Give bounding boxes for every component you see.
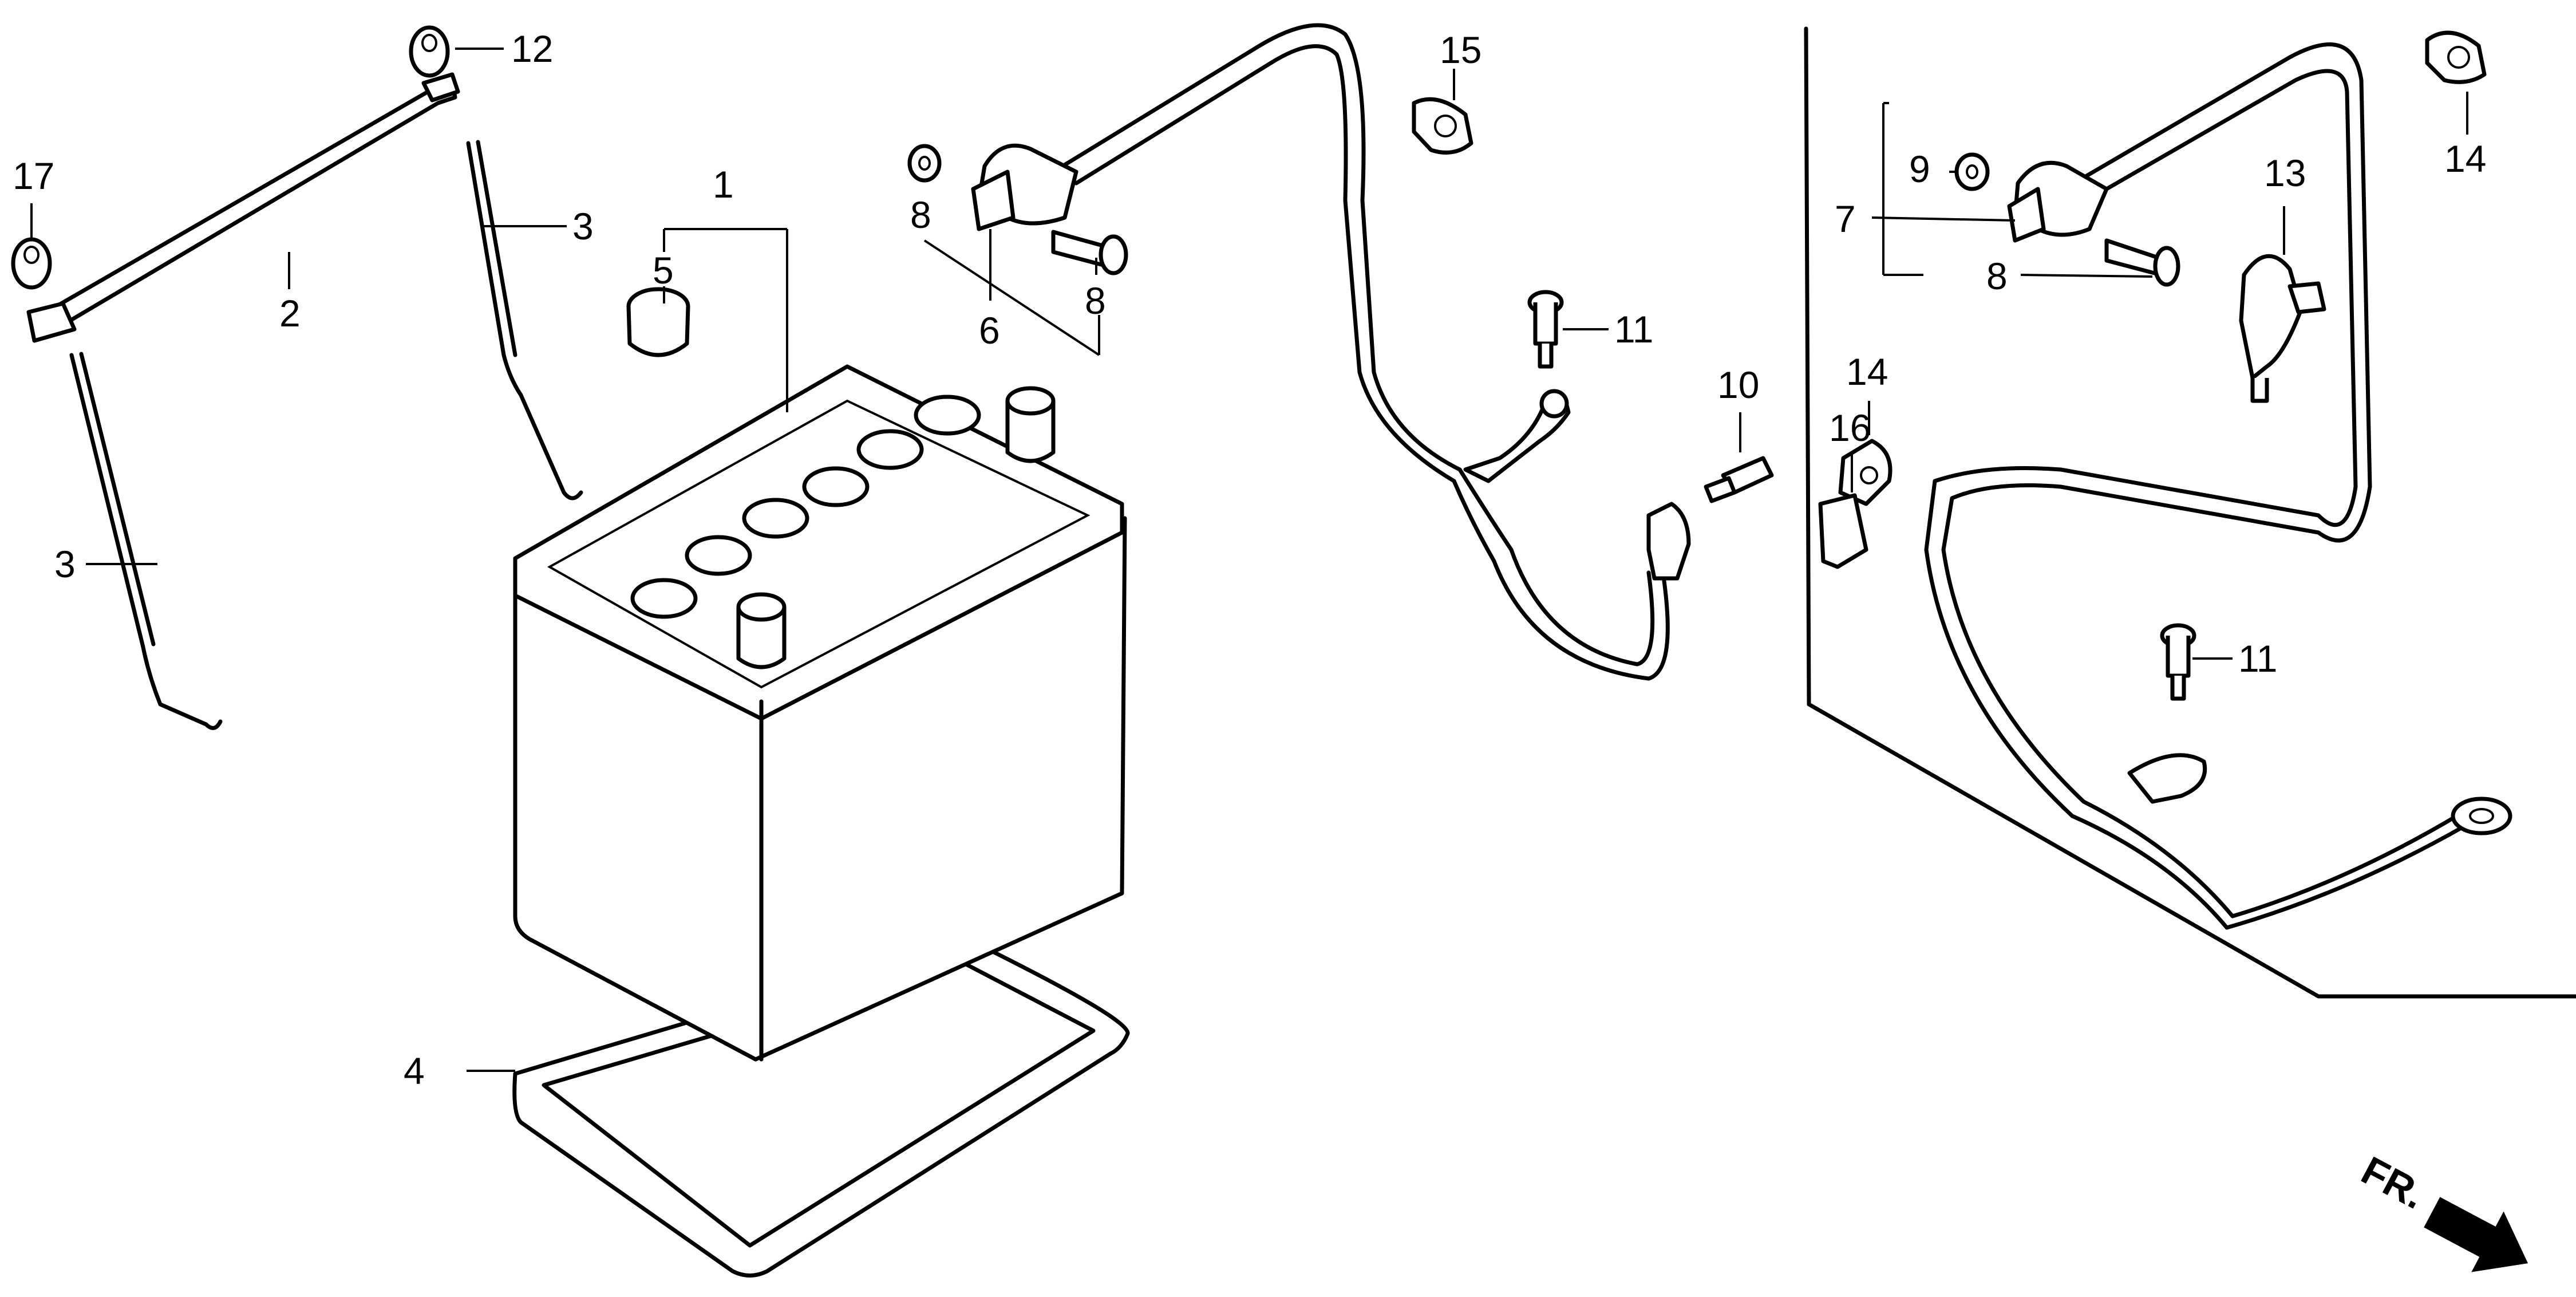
callout-3-left: 3 bbox=[54, 543, 76, 585]
cable-clamp-15[interactable] bbox=[1838, 439, 1893, 506]
flange-nut-12[interactable] bbox=[409, 25, 450, 78]
callout-16: 16 bbox=[1829, 407, 1871, 449]
callout-10: 10 bbox=[1717, 364, 1759, 406]
callout-9-left: 8 bbox=[910, 194, 931, 236]
callout-8-right: 8 bbox=[1986, 255, 2008, 297]
battery-terminals bbox=[736, 386, 1056, 669]
front-label: FR. bbox=[2354, 1148, 2432, 1217]
stud-bolt-10[interactable] bbox=[1704, 456, 1774, 503]
cable-clip-16[interactable] bbox=[1818, 493, 1868, 569]
terminal-bolt-8-right[interactable] bbox=[2104, 238, 2180, 287]
callout-11-right: 11 bbox=[2238, 637, 2278, 680]
callout-14-left: 15 bbox=[1440, 29, 1481, 71]
hold-down-rod-right[interactable] bbox=[466, 140, 583, 500]
callout-7: 7 bbox=[1835, 198, 1856, 240]
negative-cable[interactable] bbox=[1924, 42, 2512, 930]
callout-12: 12 bbox=[511, 27, 553, 70]
terminal-nut-9-right[interactable] bbox=[1954, 152, 1990, 191]
callout-14-right: 14 bbox=[2444, 137, 2486, 180]
flange-bolt-11-right[interactable] bbox=[2160, 623, 2196, 701]
leader-lines bbox=[30, 48, 2468, 1072]
vent-caps bbox=[630, 395, 981, 619]
front-arrow-icon bbox=[2424, 1197, 2528, 1272]
callout-1: 1 bbox=[713, 163, 734, 206]
callout-5: 5 bbox=[653, 249, 674, 291]
callout-13: 13 bbox=[2264, 152, 2306, 194]
callout-15: 14 bbox=[1846, 350, 1888, 393]
callout-4: 4 bbox=[404, 1050, 425, 1092]
callout-17: 17 bbox=[13, 155, 54, 197]
callout-labels: 12 17 2 3 3 1 5 4 8 6 8 15 11 10 9 7 8 1… bbox=[13, 27, 2486, 1092]
callout-11-left: 11 bbox=[1614, 308, 1654, 350]
hold-down-rod-left[interactable] bbox=[69, 352, 223, 730]
flange-nut-17[interactable] bbox=[11, 237, 52, 290]
harness-clip-14-right[interactable] bbox=[2425, 30, 2487, 84]
callout-6: 6 bbox=[979, 309, 1000, 352]
positive-cable[interactable] bbox=[971, 23, 1691, 681]
terminal-bolt-8-left[interactable] bbox=[1051, 230, 1128, 275]
callout-2: 2 bbox=[279, 292, 301, 334]
callout-9-right: 9 bbox=[1909, 148, 1930, 190]
vent-plug[interactable] bbox=[626, 287, 690, 357]
callout-8-left: 8 bbox=[1085, 279, 1106, 322]
front-direction-indicator: FR. bbox=[2354, 1148, 2528, 1272]
harness-clip-14-left[interactable] bbox=[1412, 97, 1473, 155]
battery[interactable] bbox=[513, 364, 1127, 1062]
callout-3-right: 3 bbox=[572, 205, 594, 247]
body-panel-outline bbox=[1804, 26, 2576, 999]
hold-down-bracket[interactable] bbox=[26, 72, 460, 343]
flange-bolt-11-left[interactable] bbox=[1527, 290, 1564, 369]
terminal-nut-9-left[interactable] bbox=[907, 144, 942, 183]
cable-clip-13[interactable] bbox=[2239, 254, 2326, 403]
